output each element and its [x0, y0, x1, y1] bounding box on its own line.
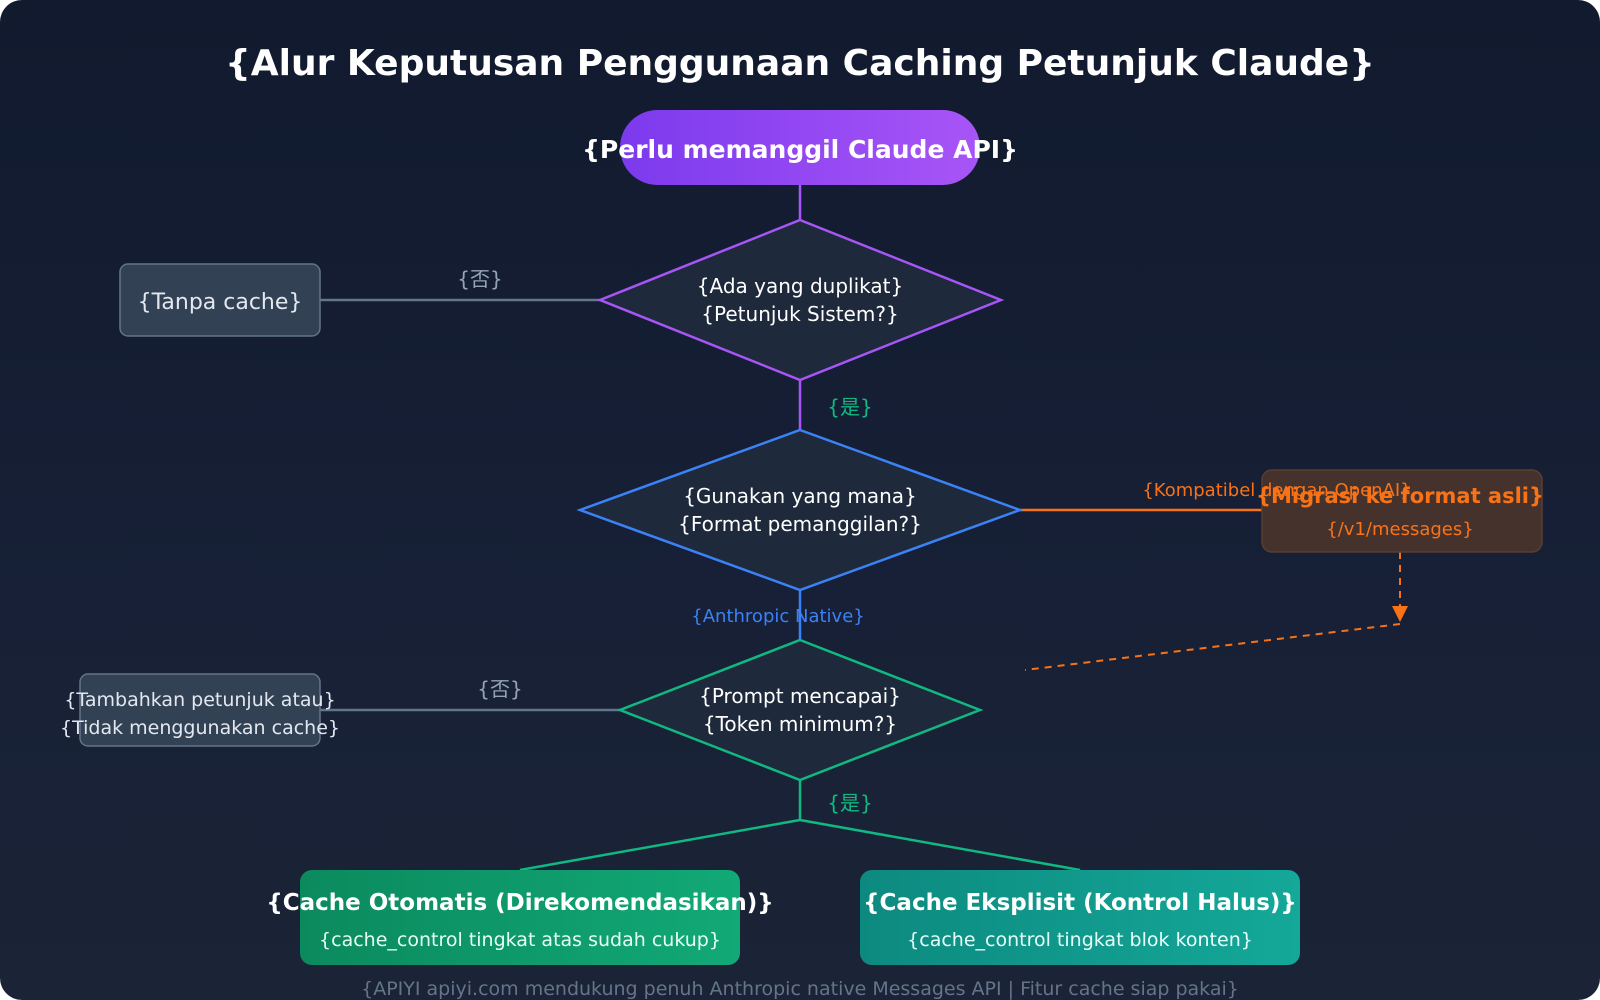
dashed-migrate-back	[1024, 623, 1401, 671]
no-cache-label: {Tanpa cache}	[138, 290, 303, 315]
decision-min-tokens	[616, 638, 984, 782]
edge-label-yes-2: {是}	[827, 791, 872, 815]
decision-call-format	[576, 428, 1024, 592]
edge-label-yes-1: {是}	[827, 395, 872, 419]
migrate-box	[1261, 469, 1543, 553]
auto-cache-sub: {cache_control tingkat atas sudah cukup}	[319, 929, 721, 951]
decision1-line2: {Petunjuk Sistem?}	[701, 302, 898, 326]
decision-duplicate-system-prompt	[596, 218, 1005, 382]
decision3-line1: {Prompt mencapai}	[699, 684, 901, 708]
explicit-cache-sub: {cache_control tingkat blok konten}	[907, 929, 1253, 951]
auto-cache-box	[300, 870, 740, 965]
migrate-sub: {/v1/messages}	[1326, 519, 1473, 540]
connector-to-explicit	[799, 818, 1081, 872]
connector-to-auto	[519, 818, 801, 872]
migrate-title: {Migrasi ke format asli}	[1256, 484, 1544, 508]
add-prompt-box	[79, 673, 321, 747]
start-node	[620, 110, 980, 185]
auto-cache-title: {Cache Otomatis (Direkomendasikan)}	[266, 890, 773, 916]
edge-label-no-1: {否}	[457, 267, 502, 291]
decision1-line1: {Ada yang duplikat}	[697, 274, 903, 298]
add-prompt-line2: {Tidak menggunakan cache}	[60, 717, 340, 739]
edge-label-native: {Anthropic Native}	[691, 606, 864, 627]
edge-label-openai: {Kompatibel dengan OpenAI}	[1142, 480, 1411, 501]
arrow-head-icon	[1392, 606, 1408, 622]
diagram-title: {Alur Keputusan Penggunaan Caching Petun…	[225, 43, 1375, 84]
decision2-line2: {Format pemanggilan?}	[678, 512, 922, 536]
add-prompt-line1: {Tambahkan petunjuk atau}	[64, 689, 335, 711]
explicit-cache-title: {Cache Eksplisit (Kontrol Halus)}	[863, 890, 1297, 916]
no-cache-box	[119, 263, 321, 337]
decision3-line2: {Token minimum?}	[703, 712, 897, 736]
explicit-cache-box	[860, 870, 1300, 965]
start-node-label: {Perlu memanggil Claude API}	[582, 135, 1018, 164]
decision2-line1: {Gunakan yang mana}	[683, 484, 917, 508]
edge-label-no-2: {否}	[477, 677, 522, 701]
footer-note: {APIYI apiyi.com mendukung penuh Anthrop…	[361, 978, 1239, 1000]
